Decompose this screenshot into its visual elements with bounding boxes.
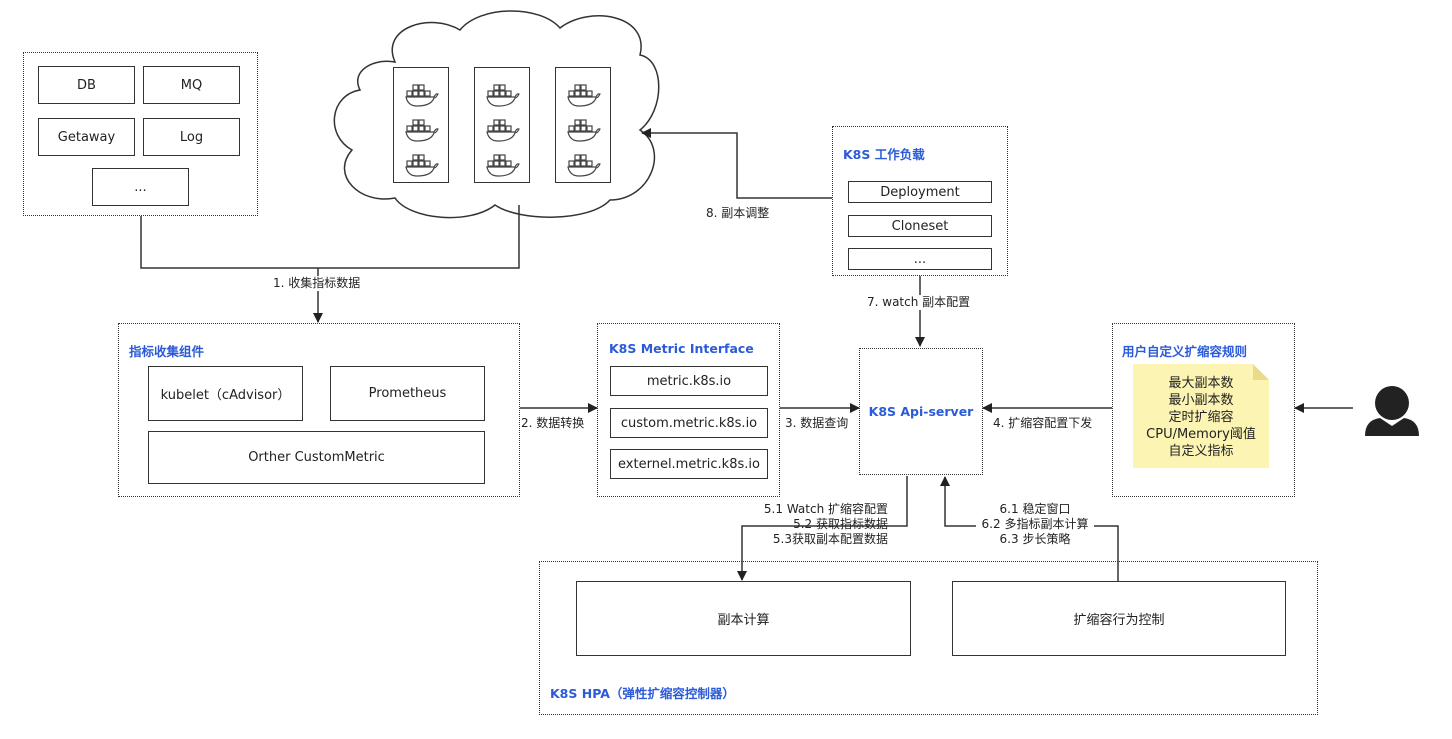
workload-group [832,126,1008,276]
rules-group [1112,323,1295,497]
edge-watch-line-1: 5.1 Watch 扩缩容配置 [763,502,888,516]
metric-api: metric.k8s.io [610,366,768,396]
edge-label-policy: 6.1 稳定窗口 6.2 多指标副本计算 6.3 步长策略 [976,502,1094,547]
pod-column-1 [393,67,449,183]
rule-max-replicas: 最大副本数 [1168,376,1234,391]
custom-metric-api: custom.metric.k8s.io [610,408,768,438]
source-mq: MQ [143,66,240,104]
metric-interface-group [597,323,780,497]
apiserver-title: K8S Api-server [868,404,974,419]
edge-policy-line-3: 6.3 步长策略 [999,532,1071,546]
workload-cloneset: Cloneset [848,215,992,237]
collector-title: 指标收集组件 [129,344,205,359]
docker-icon [567,119,601,142]
edge-watch-line-3: 5.3获取副本配置数据 [772,532,888,546]
edge-adjust [641,128,832,199]
user-icon [1365,386,1419,436]
collector-custom: Orther CustomMetric [148,431,485,484]
workload-title: K8S 工作负载 [843,147,925,162]
docker-icon [405,154,439,177]
hpa-behavior-control: 扩缩容行为控制 [952,581,1286,656]
pod-column-2 [474,67,530,183]
rules-title: 用户自定义扩缩容规则 [1122,344,1248,359]
edge-label-collect: 1. 收集指标数据 [273,276,361,291]
edge-label-push: 4. 扩缩容配置下发 [993,416,1093,431]
docker-icon [486,154,520,177]
source-more: ... [92,168,189,206]
edge-policy-line-2: 6.2 多指标副本计算 [976,517,1094,532]
rule-scheduled-scaling: 定时扩缩容 [1168,410,1234,425]
workload-deployment: Deployment [848,181,992,203]
source-db: DB [38,66,135,104]
workload-more: ... [848,248,992,270]
docker-icon [567,154,601,177]
rule-min-replicas: 最小副本数 [1168,393,1234,408]
rule-cpu-memory-threshold: CPU/Memory阈值 [1146,427,1256,442]
note-fold-corner [1253,364,1269,380]
apiserver-node: K8S Api-server [859,348,983,475]
pod-column-3 [555,67,611,183]
rule-custom-metric: 自定义指标 [1168,444,1234,459]
hpa-replica-calc: 副本计算 [576,581,911,656]
source-log: Log [143,118,240,156]
collector-group [118,323,520,497]
source-gateway: Getaway [38,118,135,156]
edge-policy-line-1: 6.1 稳定窗口 [999,502,1071,516]
edge-label-adjust: 8. 副本调整 [706,206,770,221]
edge-collect-line [140,205,520,269]
edge-watch-line-2: 5.2 获取指标数据 [793,517,888,531]
edge-label-convert: 2. 数据转换 [521,416,585,431]
docker-icon [486,119,520,142]
edge-label-watch-hpa: 5.1 Watch 扩缩容配置 5.2 获取指标数据 5.3获取副本配置数据 [752,502,888,547]
hpa-title: K8S HPA（弹性扩缩容控制器） [550,686,735,701]
metric-interface-title: K8S Metric Interface [609,341,754,356]
docker-icon [567,84,601,107]
edge-label-query: 3. 数据查询 [785,416,849,431]
docker-icon [405,119,439,142]
edge-label-watch-replica: 7. watch 副本配置 [867,295,971,310]
edge-watch-hpa [737,476,908,581]
collector-kubelet: kubelet（cAdvisor） [148,366,303,421]
docker-icon [486,84,520,107]
hpa-group [539,561,1318,715]
collector-prometheus: Prometheus [330,366,485,421]
rules-note: 最大副本数 最小副本数 定时扩缩容 CPU/Memory阈值 自定义指标 [1133,364,1269,468]
external-metric-api: externel.metric.k8s.io [610,449,768,479]
docker-icon [405,84,439,107]
data-source-group [23,52,258,216]
